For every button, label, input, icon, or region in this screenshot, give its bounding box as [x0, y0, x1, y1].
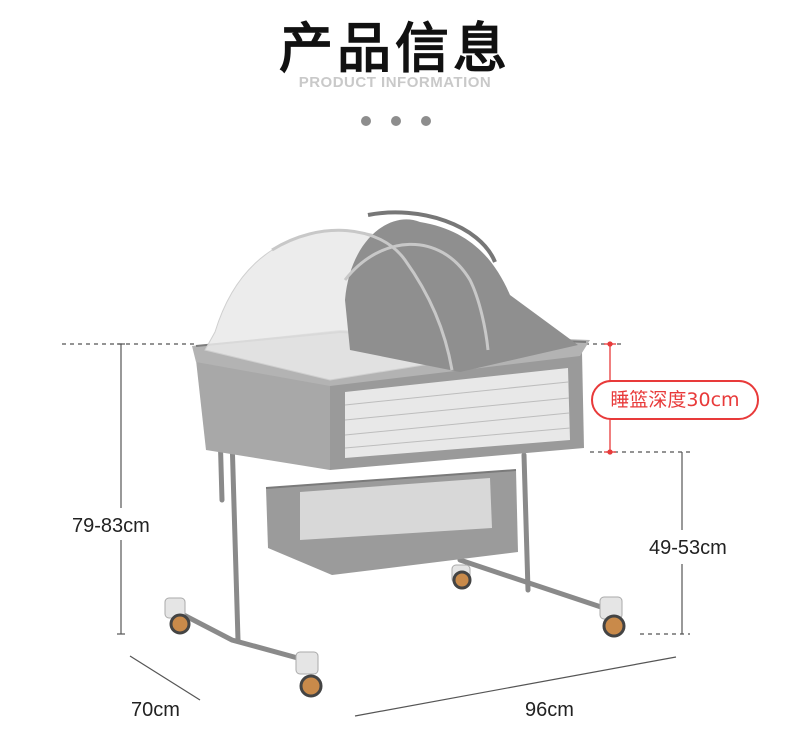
canopy-arch-front — [271, 228, 454, 371]
canopy-arch-middle — [343, 242, 490, 351]
dot-2 — [391, 116, 401, 126]
wheels — [164, 564, 626, 698]
basket-depth-badge: 睡篮深度30cm — [591, 380, 759, 420]
wheel-front-left — [295, 651, 323, 698]
length-line — [354, 656, 677, 717]
page-subtitle: PRODUCT INFORMATION — [298, 74, 492, 91]
canopy-shade — [345, 219, 578, 372]
wheel-rear-left — [164, 597, 191, 635]
length-label: 96cm — [525, 699, 574, 721]
canopy — [204, 210, 578, 381]
total-height-label: 79-83cm — [72, 515, 150, 537]
page-title: 产品信息 — [279, 17, 511, 80]
right-base-rail — [457, 557, 613, 613]
wheel-front-right — [599, 596, 626, 638]
dot-3 — [421, 116, 431, 126]
width-line — [129, 655, 201, 701]
carousel-dots — [361, 116, 431, 126]
wheel-rear-right — [451, 564, 472, 590]
storage-basket — [265, 469, 518, 575]
width-label: 70cm — [131, 699, 180, 721]
depth-marker — [604, 341, 616, 455]
left-base-rail — [175, 609, 308, 663]
bed-height-label: 49-53cm — [649, 537, 727, 559]
right-leg — [521, 452, 531, 593]
dot-1 — [361, 116, 371, 126]
